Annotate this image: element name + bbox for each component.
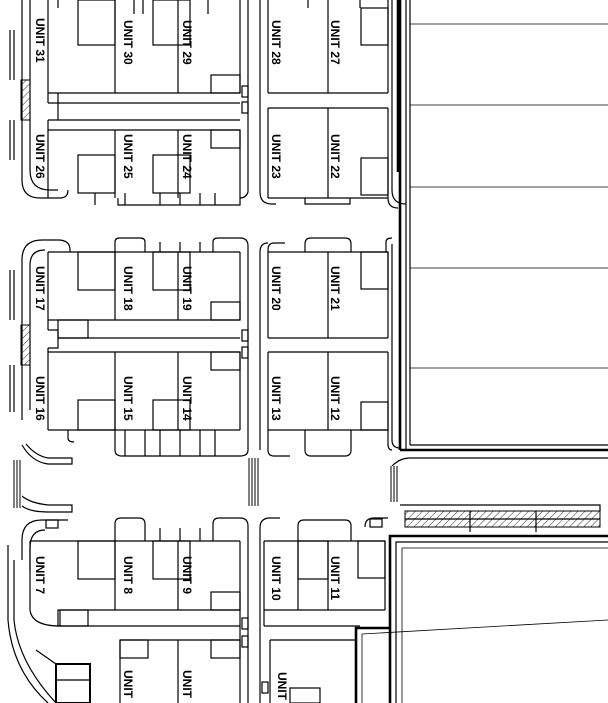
unit-label-26: UNIT 26	[33, 134, 47, 179]
unit-label-30: UNIT 30	[121, 20, 135, 65]
unit-label-17: UNIT 17	[33, 266, 47, 311]
unit-label-8: UNIT 8	[121, 556, 135, 594]
block-se	[259, 517, 388, 703]
unit-label-29: UNIT 29	[180, 20, 194, 65]
unit-label-14: UNIT 14	[180, 376, 194, 421]
unit-label-24: UNIT 24	[180, 134, 194, 179]
unit-label-28: UNIT 28	[269, 20, 283, 65]
unit-label-9: UNIT 9	[180, 556, 194, 594]
unit-label-20: UNIT 20	[269, 266, 283, 311]
unit-labels: UNIT 31 UNIT 30 UNIT 29 UNIT 28 UNIT 27 …	[33, 18, 342, 701]
block-ne	[259, 0, 399, 209]
unit-label-16: UNIT 16	[33, 376, 47, 421]
unit-label-lower-c: UNIT	[275, 672, 289, 701]
block-sw	[21, 517, 249, 703]
unit-label-lower-b: UNIT	[180, 670, 194, 699]
unit-label-7: UNIT 7	[33, 556, 47, 594]
unit-label-21: UNIT 21	[328, 266, 342, 311]
unit-label-10: UNIT 10	[269, 556, 283, 601]
parking-stripes	[13, 458, 398, 508]
block-me	[259, 237, 393, 457]
block-nw	[21, 0, 249, 206]
unit-label-27: UNIT 27	[328, 20, 342, 65]
unit-label-15: UNIT 15	[121, 376, 135, 421]
unit-label-12: UNIT 12	[328, 376, 342, 421]
unit-label-23: UNIT 23	[269, 134, 283, 179]
unit-label-13: UNIT 13	[269, 376, 283, 421]
unit-label-11: UNIT 11	[328, 556, 342, 600]
south-east-building	[354, 504, 608, 703]
unit-label-18: UNIT 18	[121, 266, 135, 311]
unit-label-31: UNIT 31	[33, 18, 47, 63]
unit-label-19: UNIT 19	[180, 266, 194, 311]
block-mw	[21, 237, 249, 457]
east-road-edges	[391, 0, 608, 467]
east-building	[396, 0, 608, 452]
west-walks	[7, 30, 73, 703]
unit-label-25: UNIT 25	[121, 134, 135, 179]
unit-label-lower-a: UNIT	[121, 670, 135, 699]
unit-label-22: UNIT 22	[328, 134, 342, 179]
